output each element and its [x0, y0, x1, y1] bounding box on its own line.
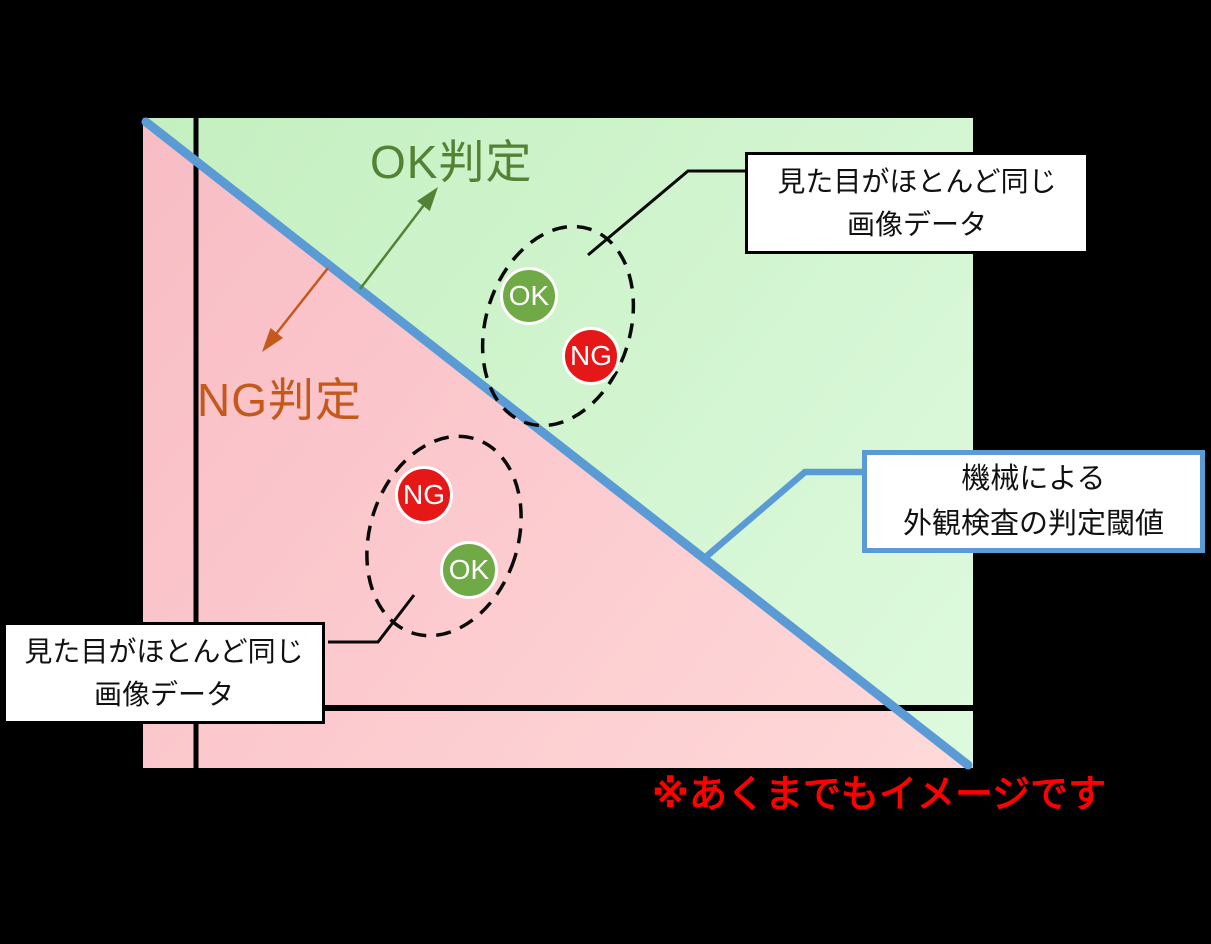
similar-images-callout-top: 見た目がほとんど同じ 画像データ: [745, 152, 1089, 254]
similar-images-callout-bottom: 見た目がほとんど同じ 画像データ: [3, 622, 325, 724]
similar-images-callout-bottom-line1: 見た目がほとんど同じ: [24, 635, 304, 667]
threshold-callout-line1: 機械による: [961, 462, 1106, 495]
threshold-line: [141, 117, 973, 770]
disclaimer-note: ※あくまでもイメージです: [652, 774, 1107, 816]
ok-direction-arrowhead: [417, 187, 438, 211]
ng-badge-upper: NG: [562, 327, 620, 385]
threshold-callout: 機械による 外観検査の判定閾値: [862, 450, 1205, 553]
ng-direction-arrow: [275, 267, 329, 335]
ok-region-label: OK判定: [370, 136, 533, 188]
ok-badge-lower: OK: [440, 541, 498, 599]
similar-images-callout-top-line2: 画像データ: [846, 209, 987, 240]
ng-badge-lower: NG: [395, 466, 453, 524]
top-callout-connector: [587, 169, 746, 257]
similar-images-cluster-bottom-ellipse: [365, 434, 523, 638]
similar-images-callout-bottom-line2: 画像データ: [93, 679, 234, 710]
similar-images-callout-top-line1: 見た目がほとんど同じ: [777, 165, 1057, 197]
similar-images-cluster-top-ellipse: [480, 224, 636, 428]
ok-direction-arrow: [359, 204, 425, 290]
ok-badge-upper: OK: [500, 267, 558, 325]
bottom-callout-connector: [328, 594, 416, 644]
threshold-callout-connector: [698, 468, 864, 564]
ng-direction-arrowhead: [262, 328, 283, 352]
threshold-callout-line2: 外観検査の判定閾値: [902, 507, 1164, 540]
ng-region-label: NG判定: [197, 374, 362, 426]
